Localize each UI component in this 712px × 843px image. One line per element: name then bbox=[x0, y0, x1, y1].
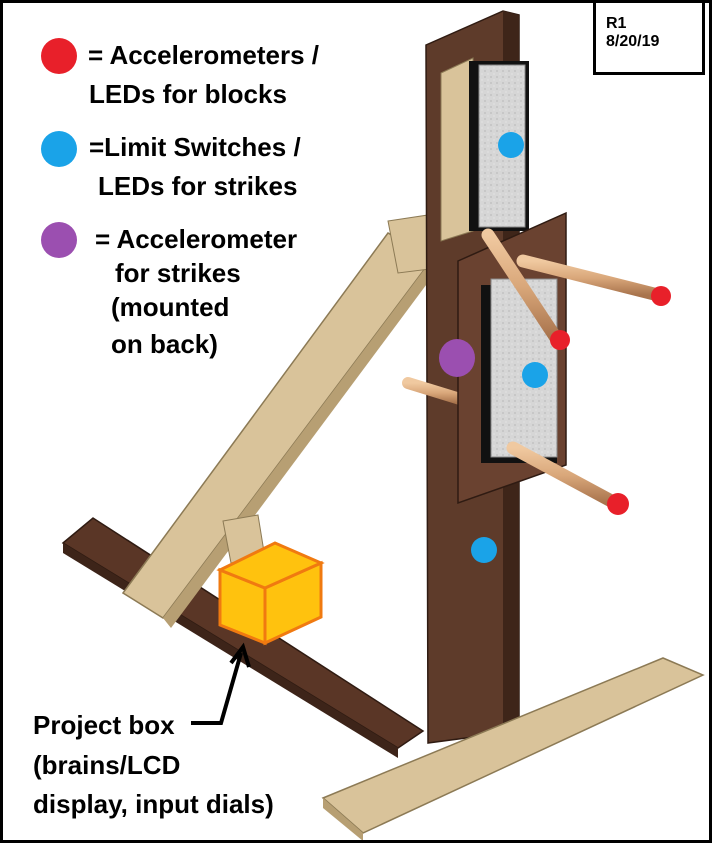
base-cross-foot bbox=[321, 657, 705, 834]
limit-switch-middle-dot bbox=[522, 362, 548, 388]
legend-blue-dot bbox=[41, 131, 77, 167]
revision-label: R1 bbox=[606, 15, 627, 32]
limit-switch-lower-dot bbox=[471, 537, 497, 563]
accelerometer-upper-center-dot bbox=[550, 330, 570, 350]
legend-purple-line1: = Accelerometer bbox=[95, 224, 298, 254]
project-box-label-line3: display, input dials) bbox=[33, 789, 274, 819]
legend-red-dot bbox=[41, 38, 77, 74]
base-cross-foot-side bbox=[323, 798, 363, 840]
lower-right-arm bbox=[506, 441, 622, 510]
legend-red-line1: = Accelerometers / bbox=[88, 40, 320, 70]
accelerometer-lower-right-dot bbox=[607, 493, 629, 515]
upper-right-arm bbox=[516, 254, 665, 302]
legend-purple-line4: on back) bbox=[111, 329, 218, 359]
legend-purple-line2: for strikes bbox=[115, 258, 241, 288]
legend-purple-line3: (mounted bbox=[111, 292, 230, 322]
legend-blue-line1: =Limit Switches / bbox=[89, 132, 301, 162]
legend-purple-dot bbox=[41, 222, 77, 258]
project-box-label-line1: Project box bbox=[33, 710, 175, 740]
revision-date: 8/20/19 bbox=[606, 33, 660, 50]
wooden-dummy-illustration bbox=[61, 10, 705, 840]
project-box-label-line2: (brains/LCD bbox=[33, 750, 181, 780]
legend-red-line2: LEDs for blocks bbox=[89, 79, 287, 109]
project-box-top bbox=[216, 541, 325, 590]
strike-accelerometer-dot bbox=[439, 339, 475, 377]
accelerometer-upper-right-dot bbox=[651, 286, 671, 306]
revision-box: R1 8/20/19 bbox=[593, 3, 705, 75]
project-box-pointer bbox=[191, 652, 243, 725]
legend-blue-line2: LEDs for strikes bbox=[98, 171, 298, 201]
top-block-mount bbox=[440, 57, 474, 242]
pointer-arrowhead-icon bbox=[229, 642, 251, 668]
upper-center-arm bbox=[481, 228, 563, 345]
limit-switch-top-dot bbox=[498, 132, 524, 158]
